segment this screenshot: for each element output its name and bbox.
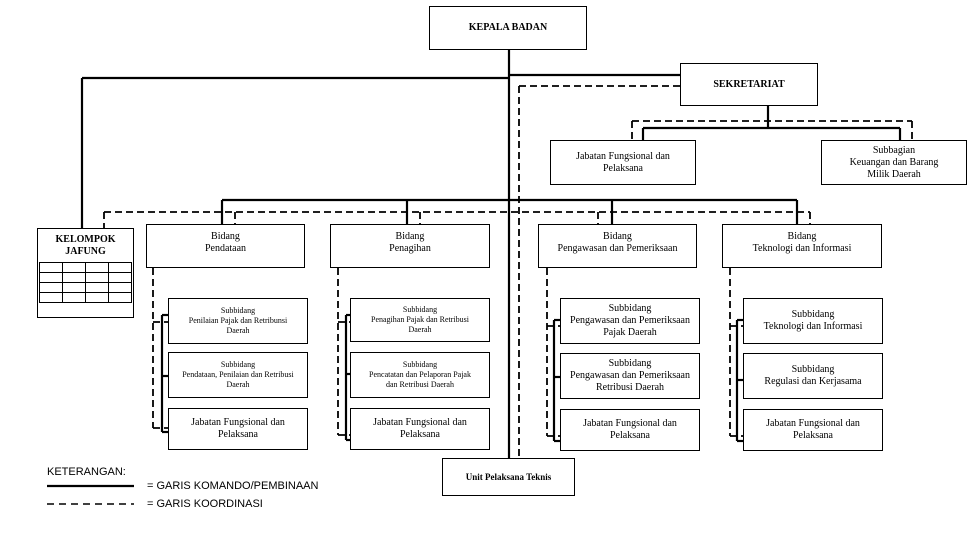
legend-title: KETERANGAN: (47, 466, 126, 478)
subbidang-teknologi-label: Subbidang Teknologi dan Informasi (763, 309, 863, 332)
subbidang-pencatatan-box: Subbidang Pencatatan dan Pelaporan Pajak… (350, 352, 490, 398)
subbidang-regulasi-label: Subbidang Regulasi dan Kerjasama (764, 364, 862, 387)
subbidang-pengawasan-pajak-label: Subbidang Pengawasan dan Pemeriksaan Paj… (570, 303, 690, 338)
upt-box: Unit Pelaksana Teknis (442, 458, 575, 496)
bidang-penagihan-box: Bidang Penagihan (330, 224, 490, 268)
subbidang-pengawasan-retribusi-label: Subbidang Pengawasan dan Pemeriksaan Ret… (570, 358, 690, 393)
sekretariat-box: SEKRETARIAT (680, 63, 818, 106)
kepala-badan-box: KEPALA BADAN (429, 6, 587, 50)
jafung-penagihan-label: Jabatan Fungsional dan Pelaksana (373, 417, 467, 440)
subbidang-penilaian-box: Subbidang Penilaian Pajak dan Retribunsi… (168, 298, 308, 344)
subbidang-teknologi-box: Subbidang Teknologi dan Informasi (743, 298, 883, 344)
jafung-penagihan-box: Jabatan Fungsional dan Pelaksana (350, 408, 490, 450)
kelompok-jafung-box: KELOMPOK JAFUNG (37, 228, 134, 318)
bidang-teknologi-box: Bidang Teknologi dan Informasi (722, 224, 882, 268)
subbidang-pendataan-box: Subbidang Pendataan, Penilaian dan Retri… (168, 352, 308, 398)
bidang-pendataan-label: Bidang Pendataan (204, 231, 247, 254)
kelompok-jafung-label: KELOMPOK JAFUNG (55, 234, 116, 257)
subbagian-keuangan-label: Subbagian Keuangan dan Barang Milik Daer… (849, 144, 939, 180)
subbidang-penilaian-label: Subbidang Penilaian Pajak dan Retribunsi… (188, 306, 288, 335)
subbidang-penagihan-box: Subbidang Penagihan Pajak dan Retribusi … (350, 298, 490, 342)
jafung-pengawasan-label: Jabatan Fungsional dan Pelaksana (583, 418, 677, 441)
jafung-sekretariat-label: Jabatan Fungsional dan Pelaksana (576, 150, 670, 174)
subbagian-keuangan-box: Subbagian Keuangan dan Barang Milik Daer… (821, 140, 967, 185)
bidang-pengawasan-label: Bidang Pengawasan dan Pemeriksaan (557, 231, 678, 254)
sekretariat-label: SEKRETARIAT (713, 78, 785, 90)
jafung-sekretariat-box: Jabatan Fungsional dan Pelaksana (550, 140, 696, 185)
bidang-pengawasan-box: Bidang Pengawasan dan Pemeriksaan (538, 224, 697, 268)
kelompok-jafung-grid (39, 262, 132, 303)
legend-dashed-label: = GARIS KOORDINASI (147, 498, 263, 510)
subbidang-pencatatan-label: Subbidang Pencatatan dan Pelaporan Pajak… (369, 360, 471, 389)
subbidang-regulasi-box: Subbidang Regulasi dan Kerjasama (743, 353, 883, 399)
upt-label: Unit Pelaksana Teknis (465, 472, 552, 482)
jafung-pengawasan-box: Jabatan Fungsional dan Pelaksana (560, 409, 700, 451)
jafung-pendataan-box: Jabatan Fungsional dan Pelaksana (168, 408, 308, 450)
bidang-teknologi-label: Bidang Teknologi dan Informasi (752, 231, 852, 254)
subbidang-pendataan-label: Subbidang Pendataan, Penilaian dan Retri… (182, 360, 294, 389)
subbidang-pengawasan-pajak-box: Subbidang Pengawasan dan Pemeriksaan Paj… (560, 298, 700, 344)
jafung-teknologi-label: Jabatan Fungsional dan Pelaksana (766, 418, 860, 441)
bidang-pendataan-box: Bidang Pendataan (146, 224, 305, 268)
kepala-badan-label: KEPALA BADAN (468, 22, 548, 33)
legend-solid-label: = GARIS KOMANDO/PEMBINAAN (147, 480, 319, 492)
bidang-penagihan-label: Bidang Penagihan (389, 231, 431, 254)
jafung-pendataan-label: Jabatan Fungsional dan Pelaksana (191, 417, 285, 440)
jafung-teknologi-box: Jabatan Fungsional dan Pelaksana (743, 409, 883, 451)
subbidang-pengawasan-retribusi-box: Subbidang Pengawasan dan Pemeriksaan Ret… (560, 353, 700, 399)
subbidang-penagihan-label: Subbidang Penagihan Pajak dan Retribusi … (371, 305, 469, 334)
